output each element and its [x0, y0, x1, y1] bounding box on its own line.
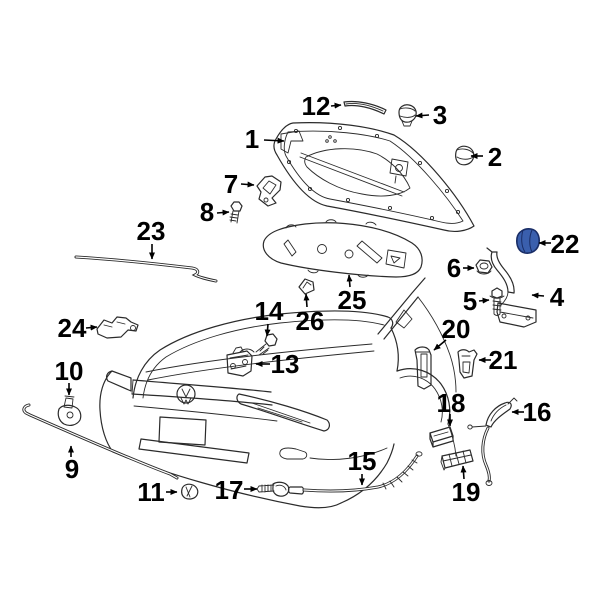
part-21-guide[interactable] [457, 349, 478, 379]
callout-number[interactable]: 9 [65, 454, 79, 484]
callout-20[interactable]: 20 [433, 314, 471, 351]
callout-number[interactable]: 12 [302, 91, 331, 121]
callout-number[interactable]: 15 [348, 446, 377, 476]
part-8-bolt[interactable] [229, 201, 243, 224]
callout-number[interactable]: 4 [550, 282, 565, 312]
callout-arrow [330, 102, 342, 109]
callout-arrow [264, 323, 271, 337]
callout-22[interactable]: 22 [538, 229, 580, 259]
callout-number[interactable]: 13 [271, 349, 300, 379]
part-12-seal-strip[interactable] [343, 100, 387, 115]
part-11-clip[interactable] [181, 483, 199, 500]
part-10-grommet[interactable] [57, 395, 82, 426]
callout-19[interactable]: 19 [452, 465, 481, 507]
callout-number[interactable]: 26 [296, 306, 325, 336]
part-20-guide[interactable] [414, 346, 432, 390]
callout-7[interactable]: 7 [224, 169, 255, 199]
callout-16[interactable]: 16 [511, 397, 552, 427]
vw-logo [176, 384, 196, 405]
part-18-clip[interactable] [429, 426, 454, 448]
part-22-buffer-highlighted[interactable] [516, 228, 540, 254]
callout-number[interactable]: 21 [489, 345, 518, 375]
callout-number[interactable]: 2 [488, 142, 502, 172]
callout-number[interactable]: 14 [255, 296, 284, 326]
part-5-bolt[interactable] [489, 287, 505, 316]
callout-number[interactable]: 3 [433, 100, 447, 130]
callout-arrow [478, 297, 490, 304]
callout-26[interactable]: 26 [296, 293, 325, 336]
callout-number[interactable]: 6 [447, 253, 461, 283]
part-16-cable-handle[interactable] [467, 397, 518, 486]
part-7-bracket[interactable] [256, 175, 282, 207]
callout-number[interactable]: 1 [245, 124, 259, 154]
callout-number[interactable]: 10 [55, 356, 84, 386]
part-6-nut[interactable] [475, 259, 493, 275]
callout-number[interactable]: 24 [58, 313, 87, 343]
part-4-hinge[interactable] [486, 247, 537, 328]
callout-18[interactable]: 18 [437, 388, 466, 427]
callout-10[interactable]: 10 [55, 356, 84, 396]
callout-14[interactable]: 14 [255, 296, 284, 337]
callout-layer: 1234567891011121314151617181920212223242… [55, 91, 580, 507]
part-13-latch[interactable] [226, 346, 253, 377]
callout-13[interactable]: 13 [255, 349, 300, 379]
callout-arrow [433, 339, 447, 351]
callout-number[interactable]: 22 [551, 229, 580, 259]
callout-12[interactable]: 12 [302, 91, 342, 121]
callout-number[interactable]: 5 [463, 286, 477, 316]
callout-3[interactable]: 3 [415, 100, 447, 130]
part-19-strip[interactable] [440, 449, 474, 471]
callout-number[interactable]: 25 [338, 285, 367, 315]
callout-number[interactable]: 11 [137, 477, 165, 507]
callout-arrow [346, 274, 353, 288]
callout-number[interactable]: 19 [452, 477, 481, 507]
callout-number[interactable]: 20 [442, 314, 471, 344]
callout-25[interactable]: 25 [338, 274, 367, 315]
callout-2[interactable]: 2 [470, 142, 502, 172]
callout-number[interactable]: 18 [437, 388, 466, 418]
callout-17[interactable]: 17 [215, 475, 258, 505]
part-17-rivet[interactable] [256, 481, 290, 497]
callout-4[interactable]: 4 [531, 282, 565, 312]
part-14-bolt[interactable] [255, 333, 278, 356]
callout-arrow [216, 209, 230, 216]
callout-arrow [240, 181, 255, 188]
part-15-release-cable[interactable] [287, 451, 423, 495]
callout-number[interactable]: 8 [200, 197, 214, 227]
callout-number[interactable]: 7 [224, 169, 238, 199]
callout-arrow [460, 465, 467, 480]
callout-arrow [85, 324, 98, 331]
part-1-hood-panel[interactable] [273, 122, 475, 232]
callout-6[interactable]: 6 [447, 253, 475, 283]
callout-21[interactable]: 21 [478, 345, 518, 375]
callout-24[interactable]: 24 [58, 313, 98, 343]
callout-11[interactable]: 11 [137, 477, 178, 507]
callout-number[interactable]: 17 [215, 475, 244, 505]
callout-15[interactable]: 15 [348, 446, 377, 486]
part-9-prop-rod[interactable] [22, 403, 179, 480]
part-3-buffer[interactable] [398, 104, 417, 127]
part-25-insulator-pad[interactable] [262, 219, 423, 278]
callout-arrow [531, 292, 545, 299]
part-23-rod[interactable] [74, 255, 218, 283]
callout-23[interactable]: 23 [137, 216, 166, 260]
callout-5[interactable]: 5 [463, 286, 490, 316]
callout-1[interactable]: 1 [245, 124, 285, 154]
callout-arrow [415, 112, 430, 119]
callout-8[interactable]: 8 [200, 197, 230, 227]
callout-9[interactable]: 9 [65, 445, 79, 484]
callout-number[interactable]: 16 [523, 397, 552, 427]
callout-arrow [303, 293, 310, 308]
callout-number[interactable]: 23 [137, 216, 166, 246]
part-26-clip[interactable] [298, 278, 315, 295]
part-24-bracket[interactable] [96, 316, 139, 339]
callout-arrow [263, 137, 285, 144]
